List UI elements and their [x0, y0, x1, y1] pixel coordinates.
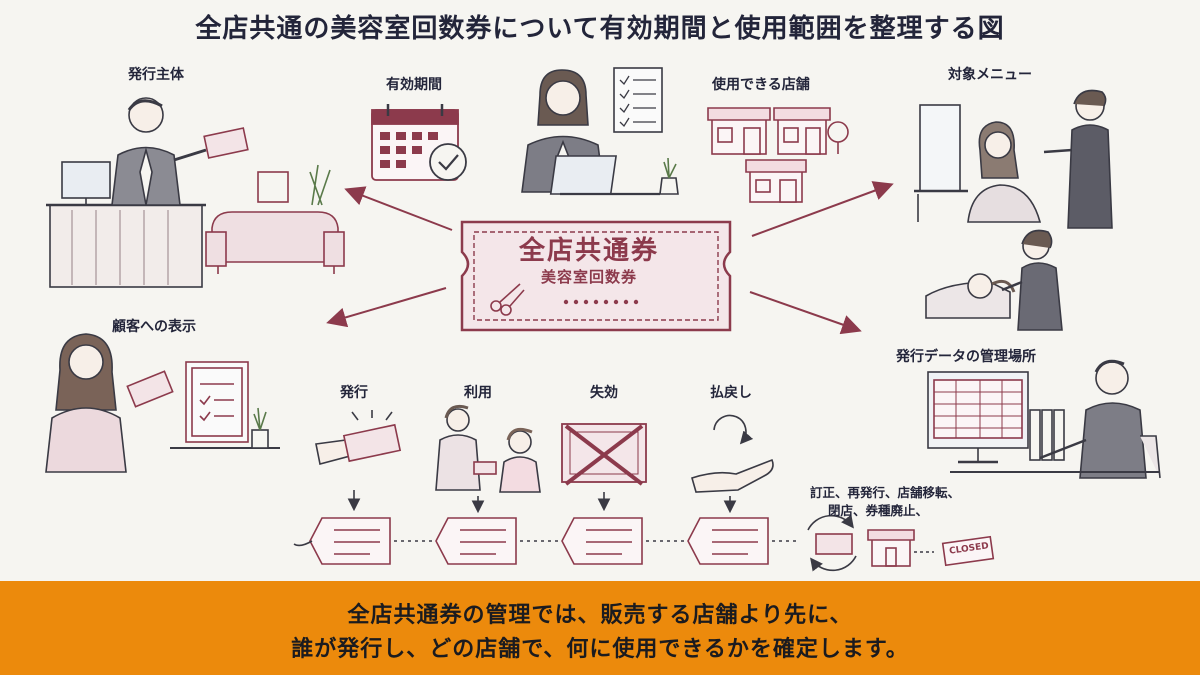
summary-banner: 全店共通券の管理では、販売する店舗より先に、 誰が発行し、どの店舗で、何に使用で…: [0, 581, 1200, 675]
label-use: 利用: [464, 385, 492, 401]
sofa-illustration: [205, 164, 345, 274]
events-note-line1: 訂正、再発行、店舗移転、: [810, 485, 961, 500]
manager-illustration: [521, 67, 679, 196]
ticket-sub-text: 美容室回数券: [540, 268, 637, 286]
summary-line-1: 全店共通券の管理では、販売する店舗より先に、: [347, 603, 853, 628]
use-illustration: [435, 404, 541, 493]
label-expire: 失効: [590, 385, 618, 401]
label-issue: 発行: [340, 385, 368, 401]
tag-issue: [293, 517, 391, 565]
shampoo-illustration: [925, 229, 1063, 331]
events-illustration: [807, 514, 995, 572]
salon-illustration: [914, 89, 1113, 229]
summary-line-2: 誰が発行し、どの店舗で、何に使用できるかを確定します。: [291, 637, 909, 662]
stores-illustration: [707, 107, 849, 203]
issue-illustration: [315, 410, 402, 465]
refund-illustration: [691, 414, 774, 493]
label-refund: 払戻し: [710, 385, 752, 401]
data-desk-illustration: [927, 359, 1161, 479]
label-issuer: 発行主体: [128, 67, 184, 83]
label-data-location: 発行データの管理場所: [896, 349, 1036, 365]
page-title: 全店共通の美容室回数券について有効期間と使用範囲を整理する図: [195, 14, 1005, 44]
ticket-main-text: 全店共通券: [518, 236, 659, 266]
common-ticket-illustration: [460, 220, 732, 332]
lifecycle-down-arrows: [347, 490, 737, 514]
lifecycle-tags: [293, 517, 800, 565]
calendar-icon: [371, 104, 467, 181]
label-customer-display: 顧客への表示: [112, 319, 196, 335]
customer-illustration: [45, 333, 280, 473]
issuer-illustration: [46, 97, 249, 288]
label-validity: 有効期間: [386, 77, 442, 93]
tag-use: [435, 517, 517, 565]
tag-expire: [561, 517, 643, 565]
label-stores: 使用できる店舗: [712, 77, 810, 93]
events-note-line2: 閉店、券種廃止、: [828, 503, 929, 518]
expire-illustration: [561, 423, 647, 486]
tag-refund: [687, 517, 769, 565]
radial-arrows: [326, 181, 894, 335]
label-menu: 対象メニュー: [948, 67, 1032, 83]
